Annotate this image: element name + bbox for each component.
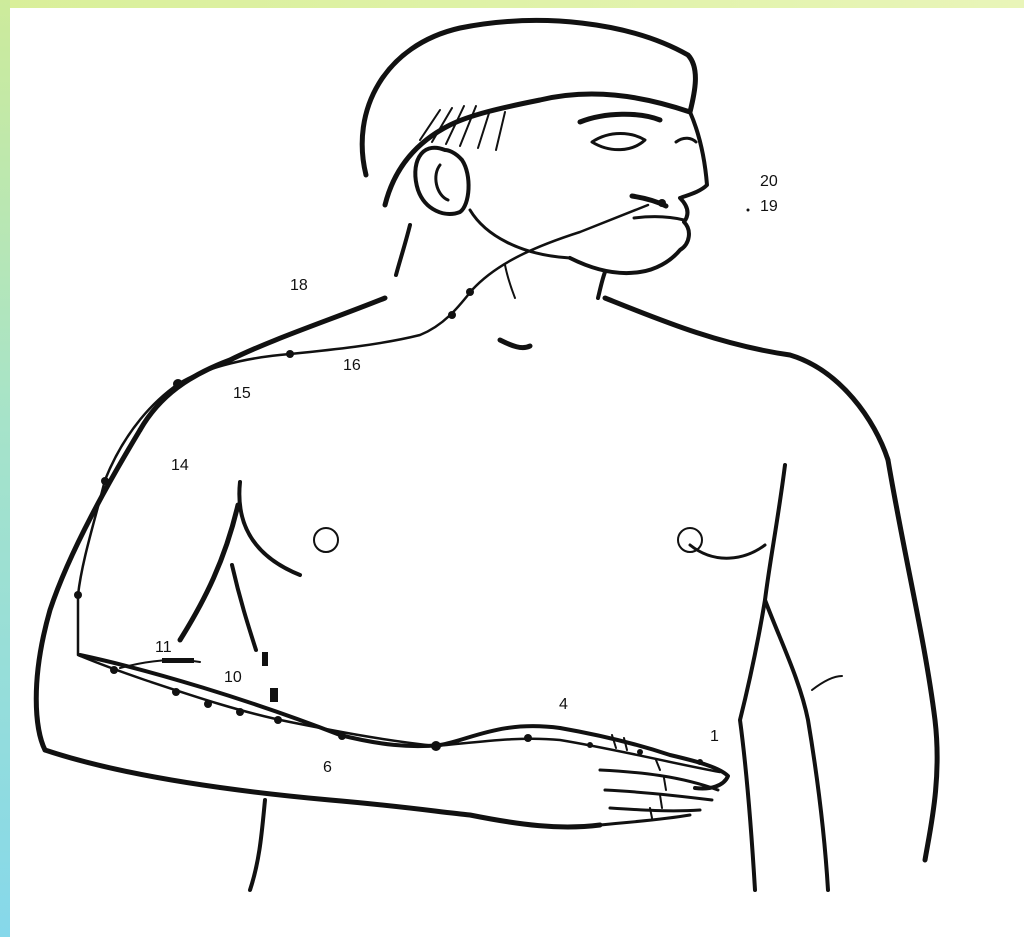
eye-right: [676, 138, 696, 142]
label-point-19: 19: [760, 198, 778, 216]
label-point-15: 15: [233, 385, 251, 403]
label-point-18: 18: [290, 277, 308, 295]
torso-left: [250, 800, 265, 890]
label-point-11: 11: [155, 639, 172, 657]
meridian-point: [74, 591, 82, 599]
right-shoulder: [605, 298, 888, 460]
lips: [634, 217, 684, 220]
meridian-point: [172, 688, 180, 696]
label-point-20: 20: [760, 173, 778, 191]
hair: [362, 21, 695, 205]
mark-11: [162, 658, 194, 663]
label-point-6: 6: [323, 759, 332, 777]
jaw: [470, 210, 570, 258]
eye: [592, 134, 645, 150]
meridian-point: [338, 732, 346, 740]
meridian-point: [524, 734, 532, 742]
meridian-line: [78, 205, 720, 772]
mark-10b: [262, 652, 268, 666]
left-arm-upper-edge: [80, 655, 560, 746]
right-arm-inner: [765, 465, 828, 890]
neck-left: [396, 225, 410, 275]
right-nipple: [678, 528, 702, 552]
meridian-point: [637, 749, 643, 755]
fingers: [600, 770, 718, 825]
mark-10: [270, 688, 278, 702]
left-nipple: [314, 528, 338, 552]
label-point-10: 10: [224, 669, 242, 687]
left-arm-outer: [36, 430, 140, 750]
label-point-1: 1: [710, 728, 719, 746]
neck-right: [598, 272, 605, 298]
meridian-point: [274, 716, 282, 724]
meridian-point: [101, 477, 109, 485]
right-elbow-mark: [812, 676, 842, 690]
torso-right: [740, 600, 765, 890]
label-point-14: 14: [171, 457, 189, 475]
right-arm-outer: [888, 460, 937, 860]
right-pec: [690, 545, 765, 558]
throat: [505, 265, 515, 298]
meridian-point: [697, 759, 703, 765]
meridian-point: [587, 742, 593, 748]
eyebrow: [580, 114, 660, 122]
meridian-point: [286, 350, 294, 358]
meridian-point: [204, 700, 212, 708]
armpit-inner: [232, 565, 256, 650]
collar-notch: [500, 340, 530, 348]
label-point-4: 4: [559, 696, 568, 714]
meridian-point: [448, 311, 456, 319]
label-point-16: 16: [343, 357, 361, 375]
ear: [415, 148, 468, 214]
meridian-point: [110, 666, 118, 674]
meridian-point: [466, 288, 474, 296]
meridian-point: [236, 708, 244, 716]
meridian-point: [431, 741, 441, 751]
ear-inner: [436, 165, 448, 200]
armpit-fold: [180, 505, 238, 640]
left-pec: [239, 482, 300, 575]
hand-top: [560, 728, 728, 789]
meridian-point: [747, 209, 750, 212]
meridian-point: [658, 199, 666, 207]
meridian-point: [173, 379, 183, 389]
